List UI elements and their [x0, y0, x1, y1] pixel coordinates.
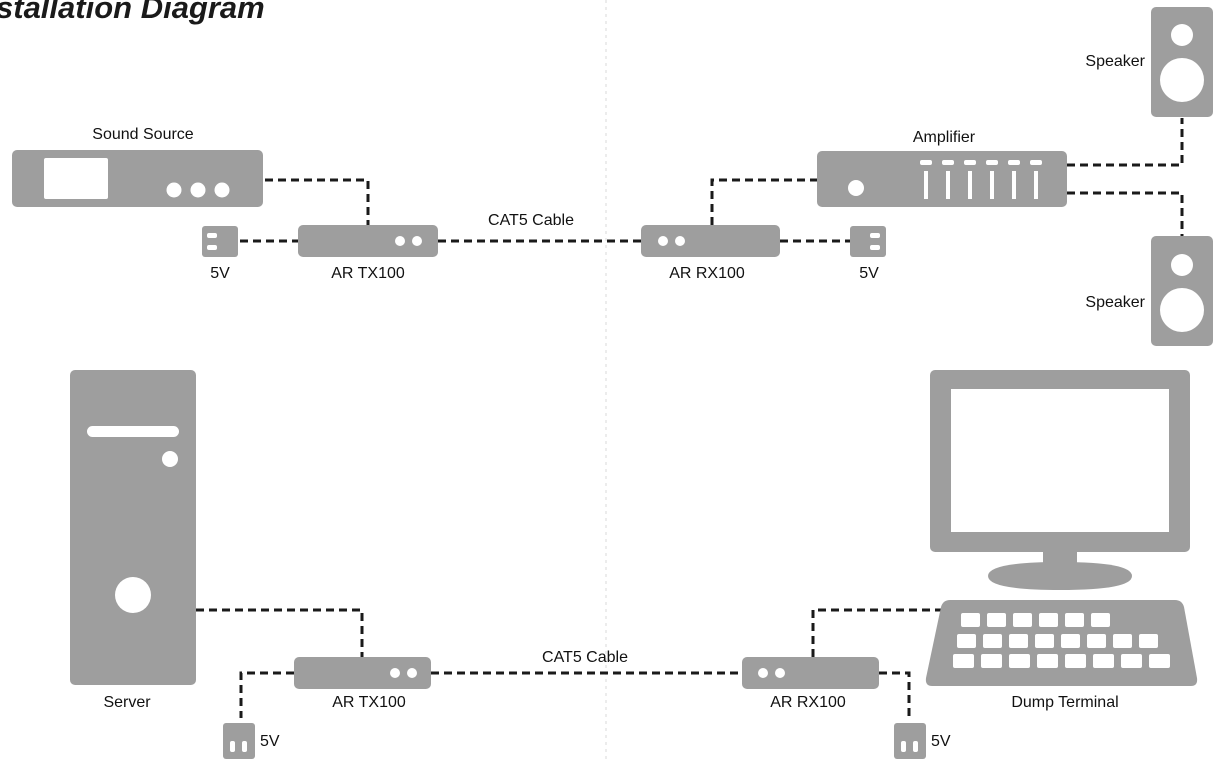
keyboard-key — [961, 613, 980, 627]
speaker-top-label: Speaker — [1085, 53, 1145, 70]
amplifier-label: Amplifier — [913, 129, 976, 146]
power-adapter-bottom-left — [223, 723, 255, 759]
keyboard-key — [1139, 634, 1158, 648]
sound-source-device — [12, 150, 263, 207]
tx100-device-bottom — [294, 657, 431, 689]
cable-rx-to-terminal — [811, 608, 944, 657]
power-adapter-top-right — [850, 226, 886, 257]
rx100-device-top — [641, 225, 780, 257]
keyboard-key — [1009, 654, 1030, 668]
power-label-top-right: 5V — [859, 265, 879, 282]
keyboard-key — [1009, 634, 1028, 648]
cable-source-to-tx — [265, 178, 370, 225]
rx100-label-bottom: AR RX100 — [770, 694, 846, 711]
speaker-bottom-label: Speaker — [1085, 294, 1145, 311]
tx100-device-top — [298, 225, 438, 257]
cable-power-to-tx-bottom — [239, 671, 294, 718]
keyboard-key — [983, 634, 1002, 648]
server-tower-device — [70, 370, 196, 685]
keyboard-key — [981, 654, 1002, 668]
keyboard-key — [1113, 634, 1132, 648]
keyboard-key — [957, 634, 976, 648]
keyboard-key — [1065, 654, 1086, 668]
speaker-top-device — [1151, 7, 1213, 117]
cat5-label-bottom: CAT5 Cable — [542, 649, 628, 666]
keyboard-key — [1093, 654, 1114, 668]
keyboard-key — [953, 654, 974, 668]
terminal-label: Dump Terminal — [1011, 694, 1118, 711]
cable-rx-to-power-bottom — [879, 671, 911, 718]
server-label: Server — [103, 694, 151, 711]
power-adapter-bottom-right — [894, 723, 926, 759]
power-label-bottom-left: 5V — [260, 733, 280, 750]
power-adapter-top-left — [202, 226, 238, 257]
tx100-label-bottom: AR TX100 — [332, 694, 406, 711]
cable-server-to-tx — [196, 608, 364, 657]
cable-amp-to-speaker-bottom — [1067, 191, 1184, 236]
power-label-bottom-right: 5V — [931, 733, 951, 750]
keyboard-key — [1121, 654, 1142, 668]
keyboard-key — [1035, 634, 1054, 648]
terminal-device — [925, 370, 1198, 686]
diagram-title: stallation Diagram — [0, 0, 265, 25]
cat5-label-top: CAT5 Cable — [488, 212, 574, 229]
keyboard-key — [1065, 613, 1084, 627]
keyboard-icon — [925, 600, 1198, 686]
tx100-label-top: AR TX100 — [331, 265, 405, 282]
keyboard-key — [1149, 654, 1170, 668]
sound-source-label: Sound Source — [92, 126, 194, 143]
power-label-top-left: 5V — [210, 265, 230, 282]
keyboard-key — [987, 613, 1006, 627]
monitor-icon — [930, 370, 1190, 590]
keyboard-key — [1039, 613, 1058, 627]
cable-amp-to-speaker-top — [1067, 118, 1184, 167]
amplifier-device — [817, 151, 1067, 207]
rx100-device-bottom — [742, 657, 879, 689]
rx100-label-top: AR RX100 — [669, 265, 745, 282]
keyboard-key — [1091, 613, 1110, 627]
keyboard-key — [1087, 634, 1106, 648]
keyboard-key — [1013, 613, 1032, 627]
keyboard-key — [1061, 634, 1080, 648]
speaker-bottom-device — [1151, 236, 1213, 346]
keyboard-key — [1037, 654, 1058, 668]
cable-rx-to-amplifier — [710, 178, 817, 225]
